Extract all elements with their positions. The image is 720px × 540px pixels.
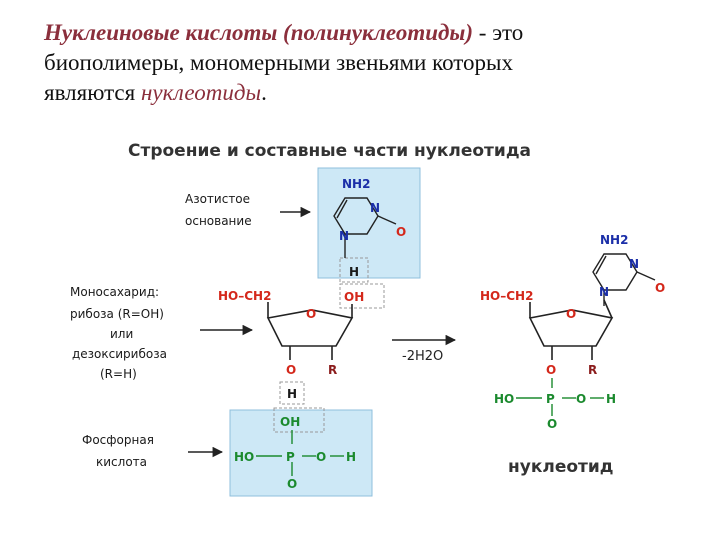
oh-group: OH: [280, 415, 300, 429]
phosphate-bonds: [256, 430, 344, 476]
n-atom: N: [339, 229, 349, 243]
p-atom: P: [546, 392, 555, 406]
oh-group: OH: [344, 290, 364, 304]
intro-are: являются: [44, 80, 141, 105]
acid-label: Фосфорная кислота: [82, 433, 158, 469]
n-atom: N: [370, 201, 380, 215]
product-label: нуклеотид: [508, 457, 614, 477]
ho-ch2-group: HO–CH2: [218, 289, 271, 303]
ho-group: HO: [494, 392, 514, 406]
o-atom: O: [396, 225, 406, 239]
ring-o-atom: O: [566, 307, 576, 321]
h-atom: H: [287, 387, 297, 401]
ho-group: HO: [234, 450, 254, 464]
h-atom: H: [606, 392, 616, 406]
dashed-h-box: [339, 257, 369, 283]
base-label: Азотистое основание: [185, 192, 254, 228]
ho-ch2-group: HO–CH2: [480, 289, 533, 303]
n-atom: N: [629, 257, 639, 271]
product-sugar-ring: [528, 299, 614, 360]
dashed-oh-box: [339, 283, 385, 309]
intro-text: Нуклеиновые кислоты (полинуклеотиды) - э…: [44, 18, 684, 108]
product-phosphate-bonds: [516, 378, 604, 416]
h-atom: H: [346, 450, 356, 464]
o-atom: O: [576, 392, 586, 406]
term-nucleic-acids: Нуклеиновые кислоты (полинуклеотиды): [44, 20, 474, 45]
diagram-title: Строение и составные части нуклеотида: [128, 141, 531, 161]
h-atom: H: [349, 265, 359, 279]
sugar-label: Моносахарид: рибоза (R=OH) или дезоксири…: [70, 285, 171, 381]
sugar-ring: [266, 302, 354, 360]
o-atom: O: [547, 417, 557, 431]
o-atom: O: [316, 450, 326, 464]
acid-box: [229, 409, 373, 497]
o-atom: O: [287, 477, 297, 491]
o-atom: O: [286, 363, 296, 377]
ring-o-atom: O: [306, 307, 316, 321]
r-group: R: [328, 363, 337, 377]
o-atom: O: [546, 363, 556, 377]
intro-period: .: [261, 80, 267, 105]
nh2-atom: NH2: [600, 233, 628, 247]
n-atom: N: [599, 285, 609, 299]
p-atom: P: [286, 450, 295, 464]
o-atom: O: [655, 281, 665, 295]
term-nucleotides: нуклеотиды: [140, 80, 262, 105]
intro-body: биополимеры, мономерными звеньями которы…: [44, 50, 513, 75]
product-base: [592, 253, 656, 306]
dashed-oh-box-2: [273, 407, 325, 433]
nh2-atom: NH2: [342, 177, 370, 191]
intro-dash: - это: [473, 20, 524, 45]
r-group: R: [588, 363, 597, 377]
base-structure: [333, 197, 397, 258]
reaction-label: -2H2O: [402, 349, 443, 364]
dashed-h-box-2: [279, 381, 305, 405]
base-box: [317, 167, 421, 279]
